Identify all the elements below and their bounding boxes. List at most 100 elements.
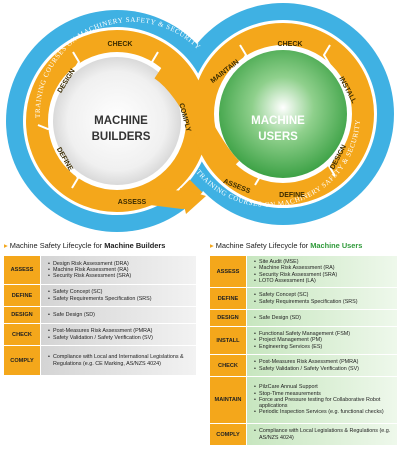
stage-items: •Compliance with Local Legislations & Re… xyxy=(247,424,397,445)
list-item: •Safety Concept (SC) xyxy=(251,292,393,298)
list-item: •Safety Requirements Specification (SRS) xyxy=(251,299,393,305)
left-label-check: CHECK xyxy=(108,41,133,48)
stage-items: •Functional Safety Management (FSM)•Proj… xyxy=(247,327,397,354)
bullet-icon: ▸ xyxy=(210,241,214,250)
users-section-title: ▸Machine Safety Lifecycle for Machine Us… xyxy=(210,241,363,250)
stage-label: ASSESS xyxy=(4,256,41,284)
bullet-icon: • xyxy=(254,331,256,338)
bullet-icon: • xyxy=(254,365,256,372)
list-item: •Design Risk Assessment (DRA) xyxy=(45,261,192,267)
list-item: •Stop-Time measurements xyxy=(251,391,393,397)
users-row-maintain: MAINTAIN•PilzCare Annual Support•Stop-Ti… xyxy=(210,377,397,424)
stage-items: •Design Risk Assessment (DRA)•Machine Ri… xyxy=(41,256,196,284)
stage-items: •Post-Measures Risk Assessment (PMRA)•Sa… xyxy=(41,324,196,345)
stage-items: •Safety Concept (SC)•Safety Requirements… xyxy=(41,285,196,306)
stage-label: ASSESS xyxy=(210,256,247,287)
bullet-icon: • xyxy=(48,266,50,273)
list-item: •Safety Validation / Safety Verification… xyxy=(251,366,393,372)
bullet-icon: • xyxy=(254,409,256,416)
builders-row-check: CHECK•Post-Measures Risk Assessment (PMR… xyxy=(4,324,196,346)
bullet-icon: • xyxy=(48,260,50,267)
stage-items: •Safe Design (SD) xyxy=(41,307,196,323)
stage-label: DEFINE xyxy=(4,285,41,306)
users-line-1: MACHINE xyxy=(251,115,305,127)
list-item: •Safety Requirements Specification (SRS) xyxy=(45,296,192,302)
bullet-icon: • xyxy=(48,354,50,361)
list-item: •Security Risk Assessment (SRA) xyxy=(251,272,393,278)
left-label-assess: ASSESS xyxy=(118,199,147,206)
bullet-icon: ▸ xyxy=(4,241,8,250)
bullet-icon: • xyxy=(254,384,256,391)
stage-items: •PilzCare Annual Support•Stop-Time measu… xyxy=(247,377,397,423)
users-center xyxy=(219,50,347,178)
bullet-icon: • xyxy=(48,334,50,341)
stage-items: •Site Audit (MSE)•Machine Risk Assessmen… xyxy=(247,256,397,287)
list-item: •Post-Measures Risk Assessment (PMRA) xyxy=(45,328,192,334)
stage-label: COMPLY xyxy=(4,346,41,375)
list-item: •Functional Safety Management (FSM) xyxy=(251,331,393,337)
bullet-icon: • xyxy=(254,359,256,366)
users-row-comply: COMPLY •Compliance with Local Legislation… xyxy=(210,424,397,446)
bullet-icon: • xyxy=(48,295,50,302)
builders-row-design: DESIGN •Safe Design (SD) xyxy=(4,307,196,324)
users-table: ASSESS•Site Audit (MSE)•Machine Risk Ass… xyxy=(210,256,397,446)
builders-row-assess: ASSESS•Design Risk Assessment (DRA)•Mach… xyxy=(4,256,196,285)
builders-row-comply: COMPLY•Compliance with Local and Interna… xyxy=(4,346,196,376)
bullet-icon: • xyxy=(254,343,256,350)
bullet-icon: • xyxy=(48,289,50,296)
bullet-icon: • xyxy=(254,265,256,272)
builders-table: ASSESS•Design Risk Assessment (DRA)•Mach… xyxy=(4,256,196,376)
list-item: •Site Audit (MSE) xyxy=(251,259,393,265)
users-row-install: INSTALL•Functional Safety Management (FS… xyxy=(210,327,397,355)
list-item: •Safety Concept (SC) xyxy=(45,289,192,295)
stage-label: CHECK xyxy=(4,324,41,345)
stage-label: INSTALL xyxy=(210,327,247,354)
list-item: •Machine Risk Assessment (RA) xyxy=(251,265,393,271)
list-item: •Safe Design (SD) xyxy=(251,315,393,321)
stage-label: MAINTAIN xyxy=(210,377,247,423)
stage-items: •Safe Design (SD) xyxy=(247,310,397,326)
users-line-2: USERS xyxy=(258,131,298,143)
list-item: •PilzCare Annual Support xyxy=(251,384,393,390)
list-item: •Periodic Inspection Services (e.g. func… xyxy=(251,409,393,415)
bullet-icon: • xyxy=(48,311,50,318)
builders-line-2: BUILDERS xyxy=(92,131,151,143)
builders-row-define: DEFINE•Safety Concept (SC)•Safety Requir… xyxy=(4,285,196,307)
bullet-icon: • xyxy=(254,396,256,403)
users-row-define: DEFINE •Safety Concept (SC)•Safety Requir… xyxy=(210,288,397,310)
lifecycle-diagram: TRAINING COURSES ON MACHINERY SAFETY & S… xyxy=(6,3,394,232)
stage-label: DEFINE xyxy=(210,288,247,309)
bullet-icon: • xyxy=(48,273,50,280)
bullet-icon: • xyxy=(254,258,256,265)
bullet-icon: • xyxy=(254,271,256,278)
bullet-icon: • xyxy=(254,277,256,284)
list-item: •Post-Measures Risk Assessment (PMRA) xyxy=(251,359,393,365)
builders-center xyxy=(53,57,181,185)
stage-label: COMPLY xyxy=(210,424,247,445)
builders-line-1: MACHINE xyxy=(94,115,148,127)
list-item: •Safety Validation / Safety Verification… xyxy=(45,335,192,341)
list-item: •Safe Design (SD) xyxy=(45,312,192,318)
list-item: •Compliance with Local Legislations & Re… xyxy=(251,428,393,441)
bullet-icon: • xyxy=(254,337,256,344)
users-row-design: DESIGN•Safe Design (SD) xyxy=(210,310,397,327)
list-item: •Engineering Services (ES) xyxy=(251,344,393,350)
right-label-define: DEFINE xyxy=(279,192,305,199)
list-item: •Project Management (PM) xyxy=(251,337,393,343)
bullet-icon: • xyxy=(254,390,256,397)
right-label-check: CHECK xyxy=(278,41,303,48)
list-item: •Machine Risk Assessment (RA) xyxy=(45,267,192,273)
bullet-icon: • xyxy=(254,298,256,305)
bullet-icon: • xyxy=(254,314,256,321)
bullet-icon: • xyxy=(254,428,256,435)
builders-section-title: ▸Machine Safety Lifecycle for Machine Bu… xyxy=(4,241,166,250)
stage-label: DESIGN xyxy=(4,307,41,323)
stage-label: CHECK xyxy=(210,355,247,376)
users-row-check: CHECK•Post-Measures Risk Assessment (PMR… xyxy=(210,355,397,377)
list-item: •Force and Pressure testing for Collabor… xyxy=(251,397,393,410)
stage-items: •Compliance with Local and International… xyxy=(41,346,196,375)
users-row-assess: ASSESS•Site Audit (MSE)•Machine Risk Ass… xyxy=(210,256,397,288)
stage-items: •Post-Measures Risk Assessment (PMRA)•Sa… xyxy=(247,355,397,376)
bullet-icon: • xyxy=(254,292,256,299)
bullet-icon: • xyxy=(48,328,50,335)
